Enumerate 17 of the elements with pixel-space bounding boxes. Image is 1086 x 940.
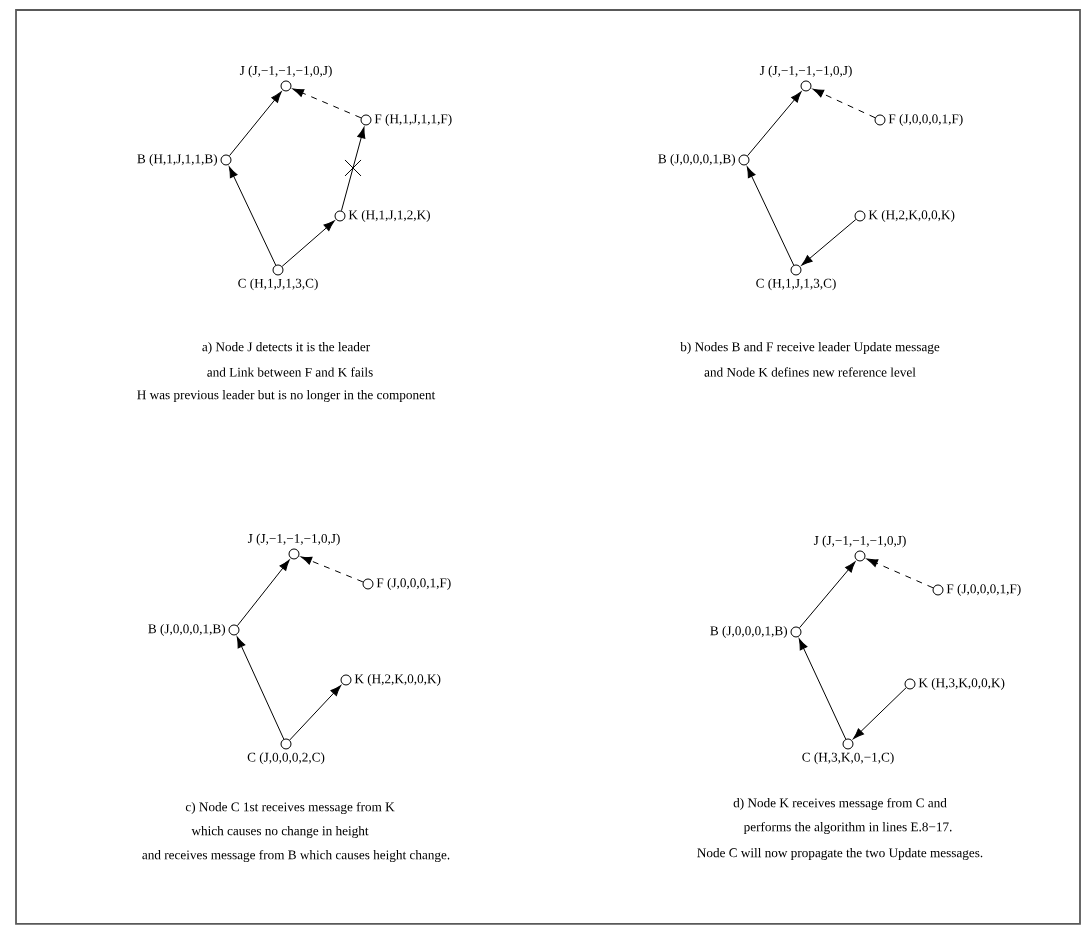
arrow bbox=[236, 559, 290, 627]
arrow bbox=[747, 91, 802, 157]
arrow bbox=[229, 91, 282, 157]
arrow bbox=[340, 126, 366, 212]
arrow bbox=[289, 685, 342, 741]
arrow bbox=[281, 220, 335, 267]
arrow bbox=[300, 556, 364, 583]
arrow bbox=[866, 558, 934, 589]
arrow bbox=[801, 219, 857, 266]
arrow bbox=[853, 687, 907, 740]
arrow bbox=[292, 88, 362, 119]
arrow bbox=[228, 166, 277, 266]
arrow bbox=[236, 636, 285, 740]
arrow bbox=[812, 88, 876, 119]
arrow bbox=[746, 166, 795, 266]
arrow bbox=[799, 561, 856, 629]
arrow bbox=[798, 638, 847, 740]
